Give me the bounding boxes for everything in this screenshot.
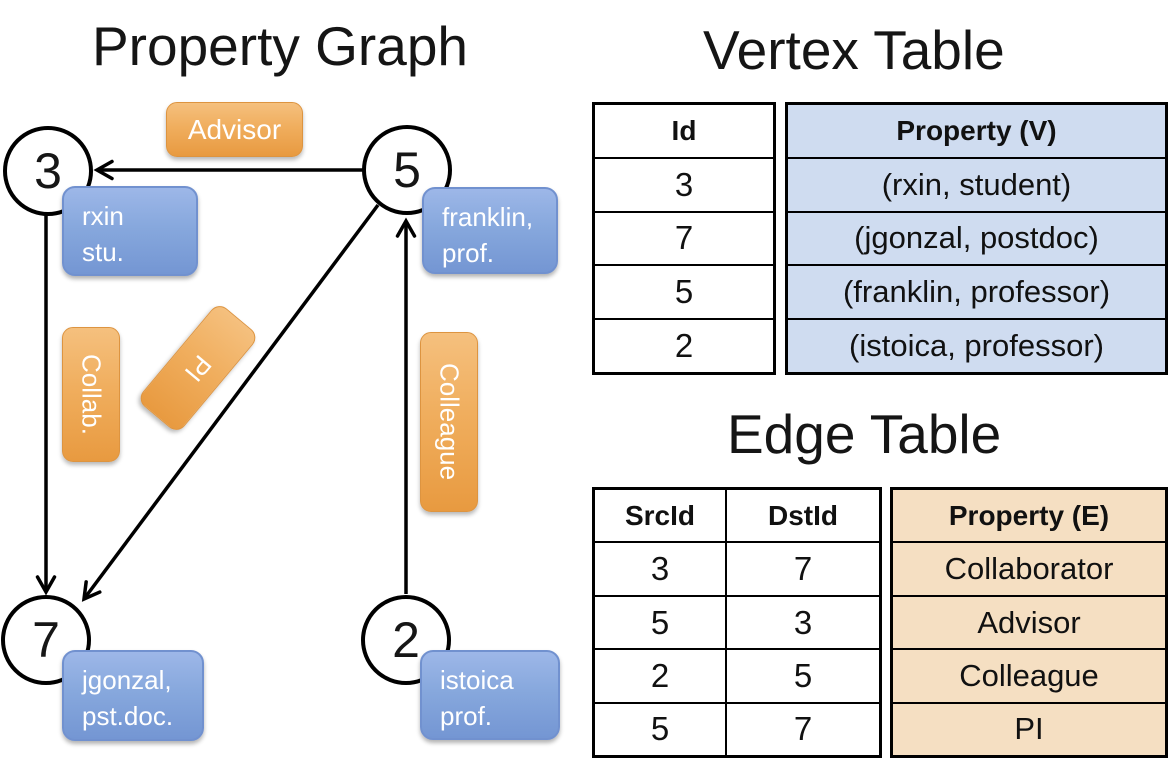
vertex-table-property-column: Property (V) (rxin, student) (jgonzal, p… [785, 102, 1168, 375]
vertex-label-jgonzal: jgonzal, pst.doc. [62, 650, 204, 741]
vertex-label-rxin-line1: rxin [82, 201, 124, 231]
vertex-label-jgonzal-line2: pst.doc. [82, 701, 174, 732]
edge-table-cell-property: Advisor [893, 596, 1165, 649]
edge-table-cell-property: Collaborator [893, 543, 1165, 595]
edge-table-cell-src: 2 [650, 656, 670, 694]
graph-edges [35, 159, 417, 602]
vertex-label-rxin: rxin stu. [62, 186, 198, 276]
vertex-label-rxin-line2: stu. [82, 237, 124, 268]
edge-table-cell-dst: 7 [725, 703, 879, 756]
edge-table-property-column: Property (E) Collaborator Advisor Collea… [890, 487, 1168, 758]
edge-pi-line [81, 203, 380, 602]
edge-label-collab: Collab. [62, 327, 120, 462]
edge-table-title: Edge Table [727, 403, 1002, 465]
vertex-table-cell-id: 7 [674, 219, 694, 257]
edge-label-colleague-text: Colleague [434, 363, 465, 481]
vertex-table-cell-id: 5 [674, 273, 694, 311]
edge-table-header-srcid: SrcId [624, 499, 696, 531]
edge-table-cell-src: 5 [650, 710, 670, 748]
vertex-table: Id 3 7 5 2 Property (V) (rxin, student) … [592, 102, 1168, 375]
edge-label-pi-text: PI [178, 349, 218, 388]
edge-table-column-gap [882, 487, 890, 758]
vertex-label-istoica-line2: prof. [440, 701, 493, 732]
edge-table-cell-src: 3 [650, 550, 670, 588]
edge-table: SrcId DstId 3 7 5 3 2 5 5 7 Property (E)… [592, 487, 1168, 758]
graph-node-2: 2 [361, 595, 451, 685]
edge-table-id-columns: SrcId DstId 3 7 5 3 2 5 5 7 [592, 487, 882, 758]
vertex-label-istoica-line1: istoica [440, 665, 514, 695]
edge-label-colleague: Colleague [420, 332, 478, 512]
edge-label-advisor: Advisor [166, 102, 303, 157]
node-3-id: 3 [34, 143, 62, 199]
vertex-table-header-property: Property (V) [788, 105, 1165, 157]
edge-table-cell-dst: 7 [725, 543, 879, 595]
edge-table-cell-dst: 5 [725, 650, 879, 702]
graph-node-5: 5 [362, 125, 452, 215]
property-graph-panel: Property Graph Advisor Collab. PI Collea… [0, 0, 580, 760]
vertex-table-cell-property: (franklin, professor) [788, 266, 1165, 319]
node-5-id: 5 [393, 142, 421, 198]
vertex-table-cell-property: (rxin, student) [788, 158, 1165, 211]
edge-table-header-dstid: DstId [725, 490, 879, 542]
edge-table-cell-property: Colleague [893, 650, 1165, 702]
vertex-table-cell-property: (jgonzal, postdoc) [788, 212, 1165, 265]
property-graph-title: Property Graph [92, 15, 469, 77]
edge-table-cell-property: PI [893, 703, 1165, 756]
edge-table-cell-src: 5 [650, 603, 670, 641]
vertex-table-cell-id: 2 [674, 327, 694, 365]
vertex-table-header-id: Id [671, 114, 697, 146]
vertex-table-title: Vertex Table [703, 19, 1005, 81]
node-2-id: 2 [392, 612, 420, 668]
edge-table-cell-dst: 3 [725, 596, 879, 649]
vertex-table-cell-property: (istoica, professor) [788, 320, 1165, 372]
edge-label-collab-text: Collab. [76, 354, 107, 435]
vertex-table-id-column: Id 3 7 5 2 [592, 102, 776, 375]
edge-label-advisor-text: Advisor [187, 113, 282, 145]
vertex-label-istoica: istoica prof. [420, 650, 560, 740]
vertex-label-franklin-line2: prof. [442, 238, 495, 269]
vertex-label-franklin-line1: franklin, [442, 202, 534, 232]
edge-table-header-property: Property (E) [893, 490, 1165, 542]
vertex-label-jgonzal-line1: jgonzal, [82, 665, 172, 695]
node-7-id: 7 [32, 612, 60, 668]
vertex-table-cell-id: 3 [674, 165, 694, 203]
vertex-label-franklin: franklin, prof. [422, 187, 558, 274]
vertex-table-column-gap [776, 102, 785, 375]
